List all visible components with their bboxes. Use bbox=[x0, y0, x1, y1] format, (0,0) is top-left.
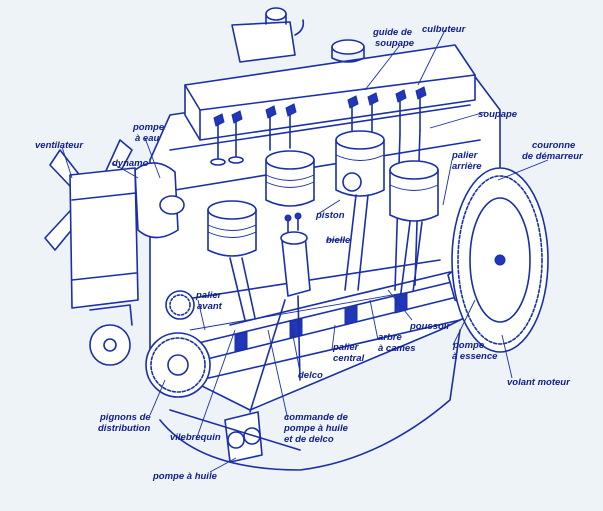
label-volant-moteur: volant moteur bbox=[507, 377, 571, 388]
cylinder-head bbox=[184, 44, 476, 141]
label-couronne-line2: de démarreur bbox=[522, 151, 584, 162]
pistons bbox=[207, 130, 439, 257]
label-ventilateur: ventilateur bbox=[35, 140, 84, 151]
label-arbre-cames-line1: arbre bbox=[378, 332, 402, 343]
label-pignons-line1: pignons de bbox=[99, 412, 151, 423]
flywheel bbox=[451, 167, 549, 353]
leader-lines bbox=[61, 29, 549, 473]
label-arbre-cames-line2: à cames bbox=[378, 343, 416, 354]
label-commande-line2: pompe à huile bbox=[283, 423, 349, 434]
connecting-rods bbox=[229, 194, 423, 321]
label-palier-avant-line2: avant bbox=[197, 301, 223, 312]
label-commande-line3: et de delco bbox=[284, 434, 334, 445]
water-pump bbox=[134, 162, 185, 239]
label-palier-arriere-line2: arrière bbox=[452, 161, 482, 172]
label-pignons-line2: distribution bbox=[98, 423, 150, 434]
dynamo bbox=[69, 167, 139, 309]
label-guide-soupape-line2: soupape bbox=[375, 38, 415, 49]
label-pompe-eau-line1: pompe bbox=[132, 122, 165, 133]
label-couronne-line1: couronne bbox=[532, 140, 576, 151]
timing-gears bbox=[145, 290, 211, 398]
front-pulley bbox=[89, 304, 133, 366]
label-vilebrequin: vilebrequin bbox=[170, 432, 221, 443]
label-bielle: bielle bbox=[326, 235, 351, 246]
label-guide-soupape-line1: guide de bbox=[372, 27, 413, 38]
distributor bbox=[280, 212, 311, 381]
label-piston: piston bbox=[315, 210, 345, 221]
label-palier-central-line2: central bbox=[333, 353, 365, 364]
coolant-reservoir bbox=[231, 7, 305, 63]
label-palier-avant-line1: palier bbox=[195, 290, 223, 301]
label-culbuteur: culbuteur bbox=[422, 24, 467, 35]
label-poussoir: poussoir bbox=[409, 321, 451, 332]
label-delco: delco bbox=[298, 370, 323, 381]
label-dynamo: dynamo bbox=[112, 158, 149, 169]
label-palier-central-line1: palier bbox=[332, 342, 360, 353]
label-pompe-essence-line2: à essence bbox=[452, 351, 498, 362]
oil-filler-cap bbox=[331, 39, 365, 63]
label-commande-line1: commande de bbox=[284, 412, 349, 423]
label-pompe-huile: pompe à huile bbox=[152, 471, 218, 482]
label-pompe-eau-line2: à eau bbox=[135, 133, 159, 144]
label-pompe-essence-line1: pompe bbox=[452, 340, 485, 351]
label-soupape: soupape bbox=[478, 109, 518, 120]
labels: guide de soupape culbuteur soupape couro… bbox=[35, 24, 584, 482]
oil-sump bbox=[159, 329, 461, 471]
label-palier-arriere-line1: palier bbox=[451, 150, 479, 161]
engine-block bbox=[149, 69, 501, 411]
